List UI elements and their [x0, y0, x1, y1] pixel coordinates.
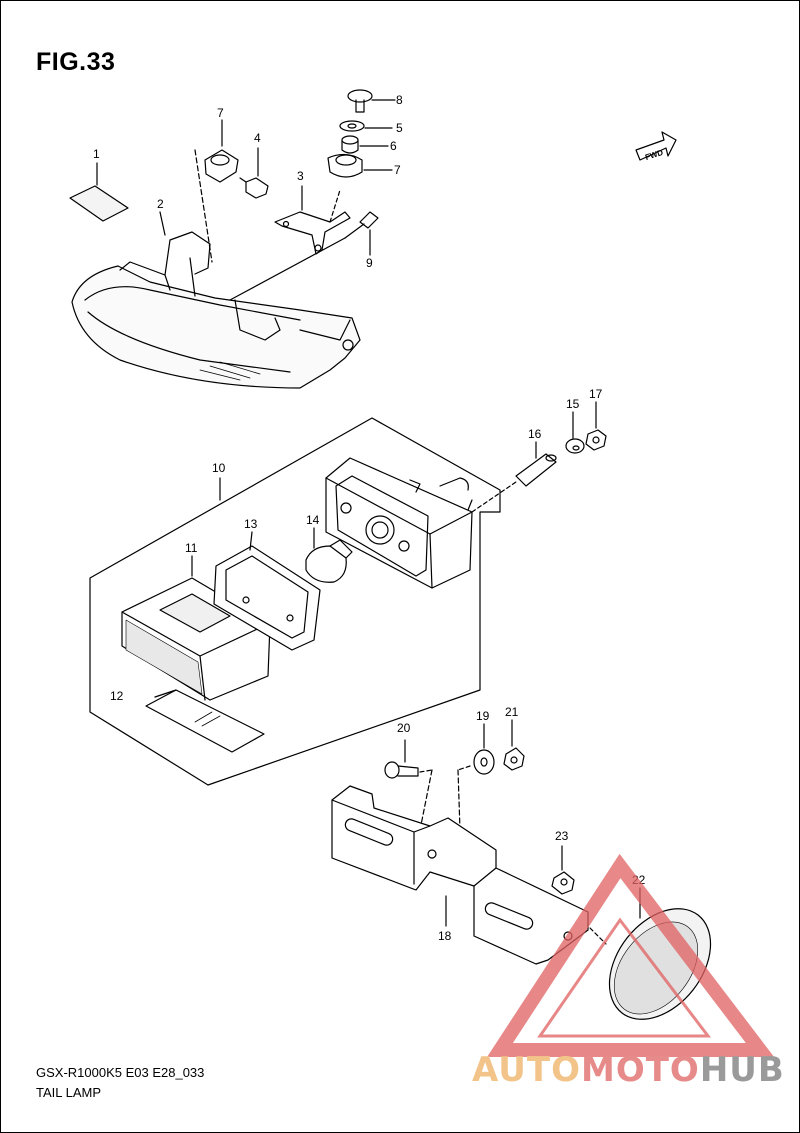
callout-7-right: 7: [394, 163, 401, 177]
callout-13: 13: [244, 517, 258, 531]
part-7-grommet-right: [327, 153, 393, 178]
callout-10: 10: [212, 461, 226, 475]
callout-19: 19: [476, 709, 490, 723]
watermark-part-hub: HUB: [699, 1050, 785, 1090]
part-14-bulb: [305, 527, 353, 583]
callout-1: 1: [93, 147, 100, 161]
figure-title: FIG.33: [36, 48, 116, 76]
fwd-arrow-icon: FWD: [635, 131, 677, 162]
part-12-plate: [145, 689, 265, 753]
callout-11: 11: [185, 541, 198, 555]
model-code: GSX-R1000K5 E03 E28_033: [36, 1065, 205, 1080]
part-2-tail-lamp-housing: [71, 211, 361, 389]
callout-21: 21: [505, 705, 519, 719]
callout-14: 14: [306, 513, 320, 527]
part-6-collar: [341, 135, 389, 154]
part-8-screw: [347, 89, 396, 113]
callout-18: 18: [438, 929, 452, 943]
part-7-grommet-left: [194, 119, 239, 263]
callout-6: 6: [390, 139, 397, 153]
watermark-logo-text: AUTOMOTOHUB: [472, 1050, 785, 1090]
watermark-triangle-logo: [487, 853, 775, 1057]
callout-7-left: 7: [217, 106, 224, 120]
part-16-stud: [471, 441, 557, 513]
lamp-body: [325, 457, 473, 589]
watermark-part-moto: MOTO: [580, 1050, 700, 1090]
callout-16: 16: [528, 427, 542, 441]
callout-9: 9: [366, 256, 373, 270]
callout-4: 4: [254, 131, 261, 145]
part-4-screw: [239, 147, 269, 199]
part-3-bracket: [274, 185, 351, 255]
part-17-nut: [585, 401, 607, 451]
callout-17: 17: [589, 387, 603, 401]
part-5-washer: [339, 120, 393, 132]
callout-15: 15: [566, 397, 580, 411]
callout-5: 5: [396, 121, 403, 135]
figure-name: TAIL LAMP: [36, 1085, 102, 1100]
part-10-assembly-box: [89, 417, 501, 786]
callout-3: 3: [297, 169, 304, 183]
part-21-nut: [503, 719, 525, 771]
part-13-gasket: [213, 531, 321, 651]
callout-20: 20: [397, 721, 411, 735]
watermark-part-auto: AUTO: [472, 1050, 581, 1090]
part-15-washer: [565, 411, 585, 454]
part-20-bolt: [384, 739, 433, 851]
callout-12: 12: [110, 689, 124, 703]
part-1-label: [69, 162, 129, 222]
callout-2: 2: [157, 197, 164, 211]
callout-8: 8: [396, 93, 403, 107]
part-19-washer: [457, 723, 495, 831]
part-23-nut: [551, 845, 575, 895]
part-9-screw: [229, 211, 379, 301]
callout-23: 23: [555, 829, 569, 843]
